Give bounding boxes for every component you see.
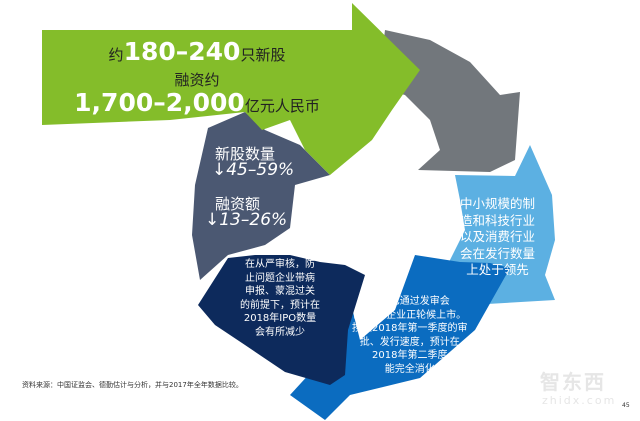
text-line: 申报、蒙混过关 [245, 286, 315, 297]
blue-arrow [290, 255, 510, 420]
fund-amount: 1,700–2,000 [74, 88, 245, 117]
text-line: 的24家企业正轮候上市。 [353, 309, 467, 321]
text-line: 会有所减少 [255, 326, 305, 338]
text-line: 按照2018年第一季度的审 [352, 323, 468, 334]
text-line: 批、发行速度，预计在 [359, 336, 460, 348]
text-line: 止问题企业带病 [245, 272, 315, 284]
green-line3: 1,700–2,000亿元人民币 [42, 88, 352, 117]
financing-value: ↓13–26% [205, 210, 288, 230]
page-number: 45 [622, 402, 630, 409]
navy-text: 在从严审核，防 止问题企业带病 申报、蒙混过关 的前提下，预计在 2018年IP… [240, 258, 320, 339]
financing-label: 融资额 [215, 195, 261, 213]
slate-arrow [192, 112, 330, 280]
text-line: 2018年IPO数量 [243, 313, 317, 324]
text-line: 中小规模的制 [460, 196, 536, 211]
green-line2: 融资约 [174, 71, 220, 89]
navy-arrow [198, 255, 365, 385]
text-line: 目前已通过发审会 [369, 296, 450, 307]
green-arrow [42, 3, 420, 175]
new-shares-value: ↓45–59% [212, 160, 295, 180]
ipo-count: 180–240 [123, 37, 241, 66]
blue-text: 目前已通过发审会 的24家企业正轮候上市。 按照2018年第一季度的审 批、发行… [352, 295, 467, 376]
amount-suffix: 亿元人民币 [244, 97, 320, 115]
prefix: 约 [108, 46, 124, 64]
text-line: 2018年第二季度 [372, 350, 448, 361]
text-line: 造和科技行业 [460, 212, 536, 228]
text-line: 的前提下，预计在 [240, 299, 320, 311]
text-line: 上处于领先 [466, 262, 529, 277]
watermark-logo: 智东西 [540, 370, 606, 394]
text-line: 能完全消化 [384, 363, 435, 375]
new-shares-label: 新股数量 [215, 145, 276, 163]
light-blue-text: 中小规模的制 造和科技行业 以及消费行业 会在发行数量 上处于领先 [460, 196, 535, 279]
watermark-url: zhidx.com [542, 394, 617, 407]
green-line1: 约180–240只新股 [42, 37, 352, 66]
text-line: 在从严审核，防 [245, 259, 315, 270]
count-suffix: 只新股 [240, 46, 286, 64]
text-line: 以及消费行业 [460, 229, 536, 244]
footnote: 资料来源：中国证监会、德勤估计与分析，并与2017年全年数据比较。 [22, 381, 243, 389]
text-line: 会在发行数量 [460, 245, 536, 261]
